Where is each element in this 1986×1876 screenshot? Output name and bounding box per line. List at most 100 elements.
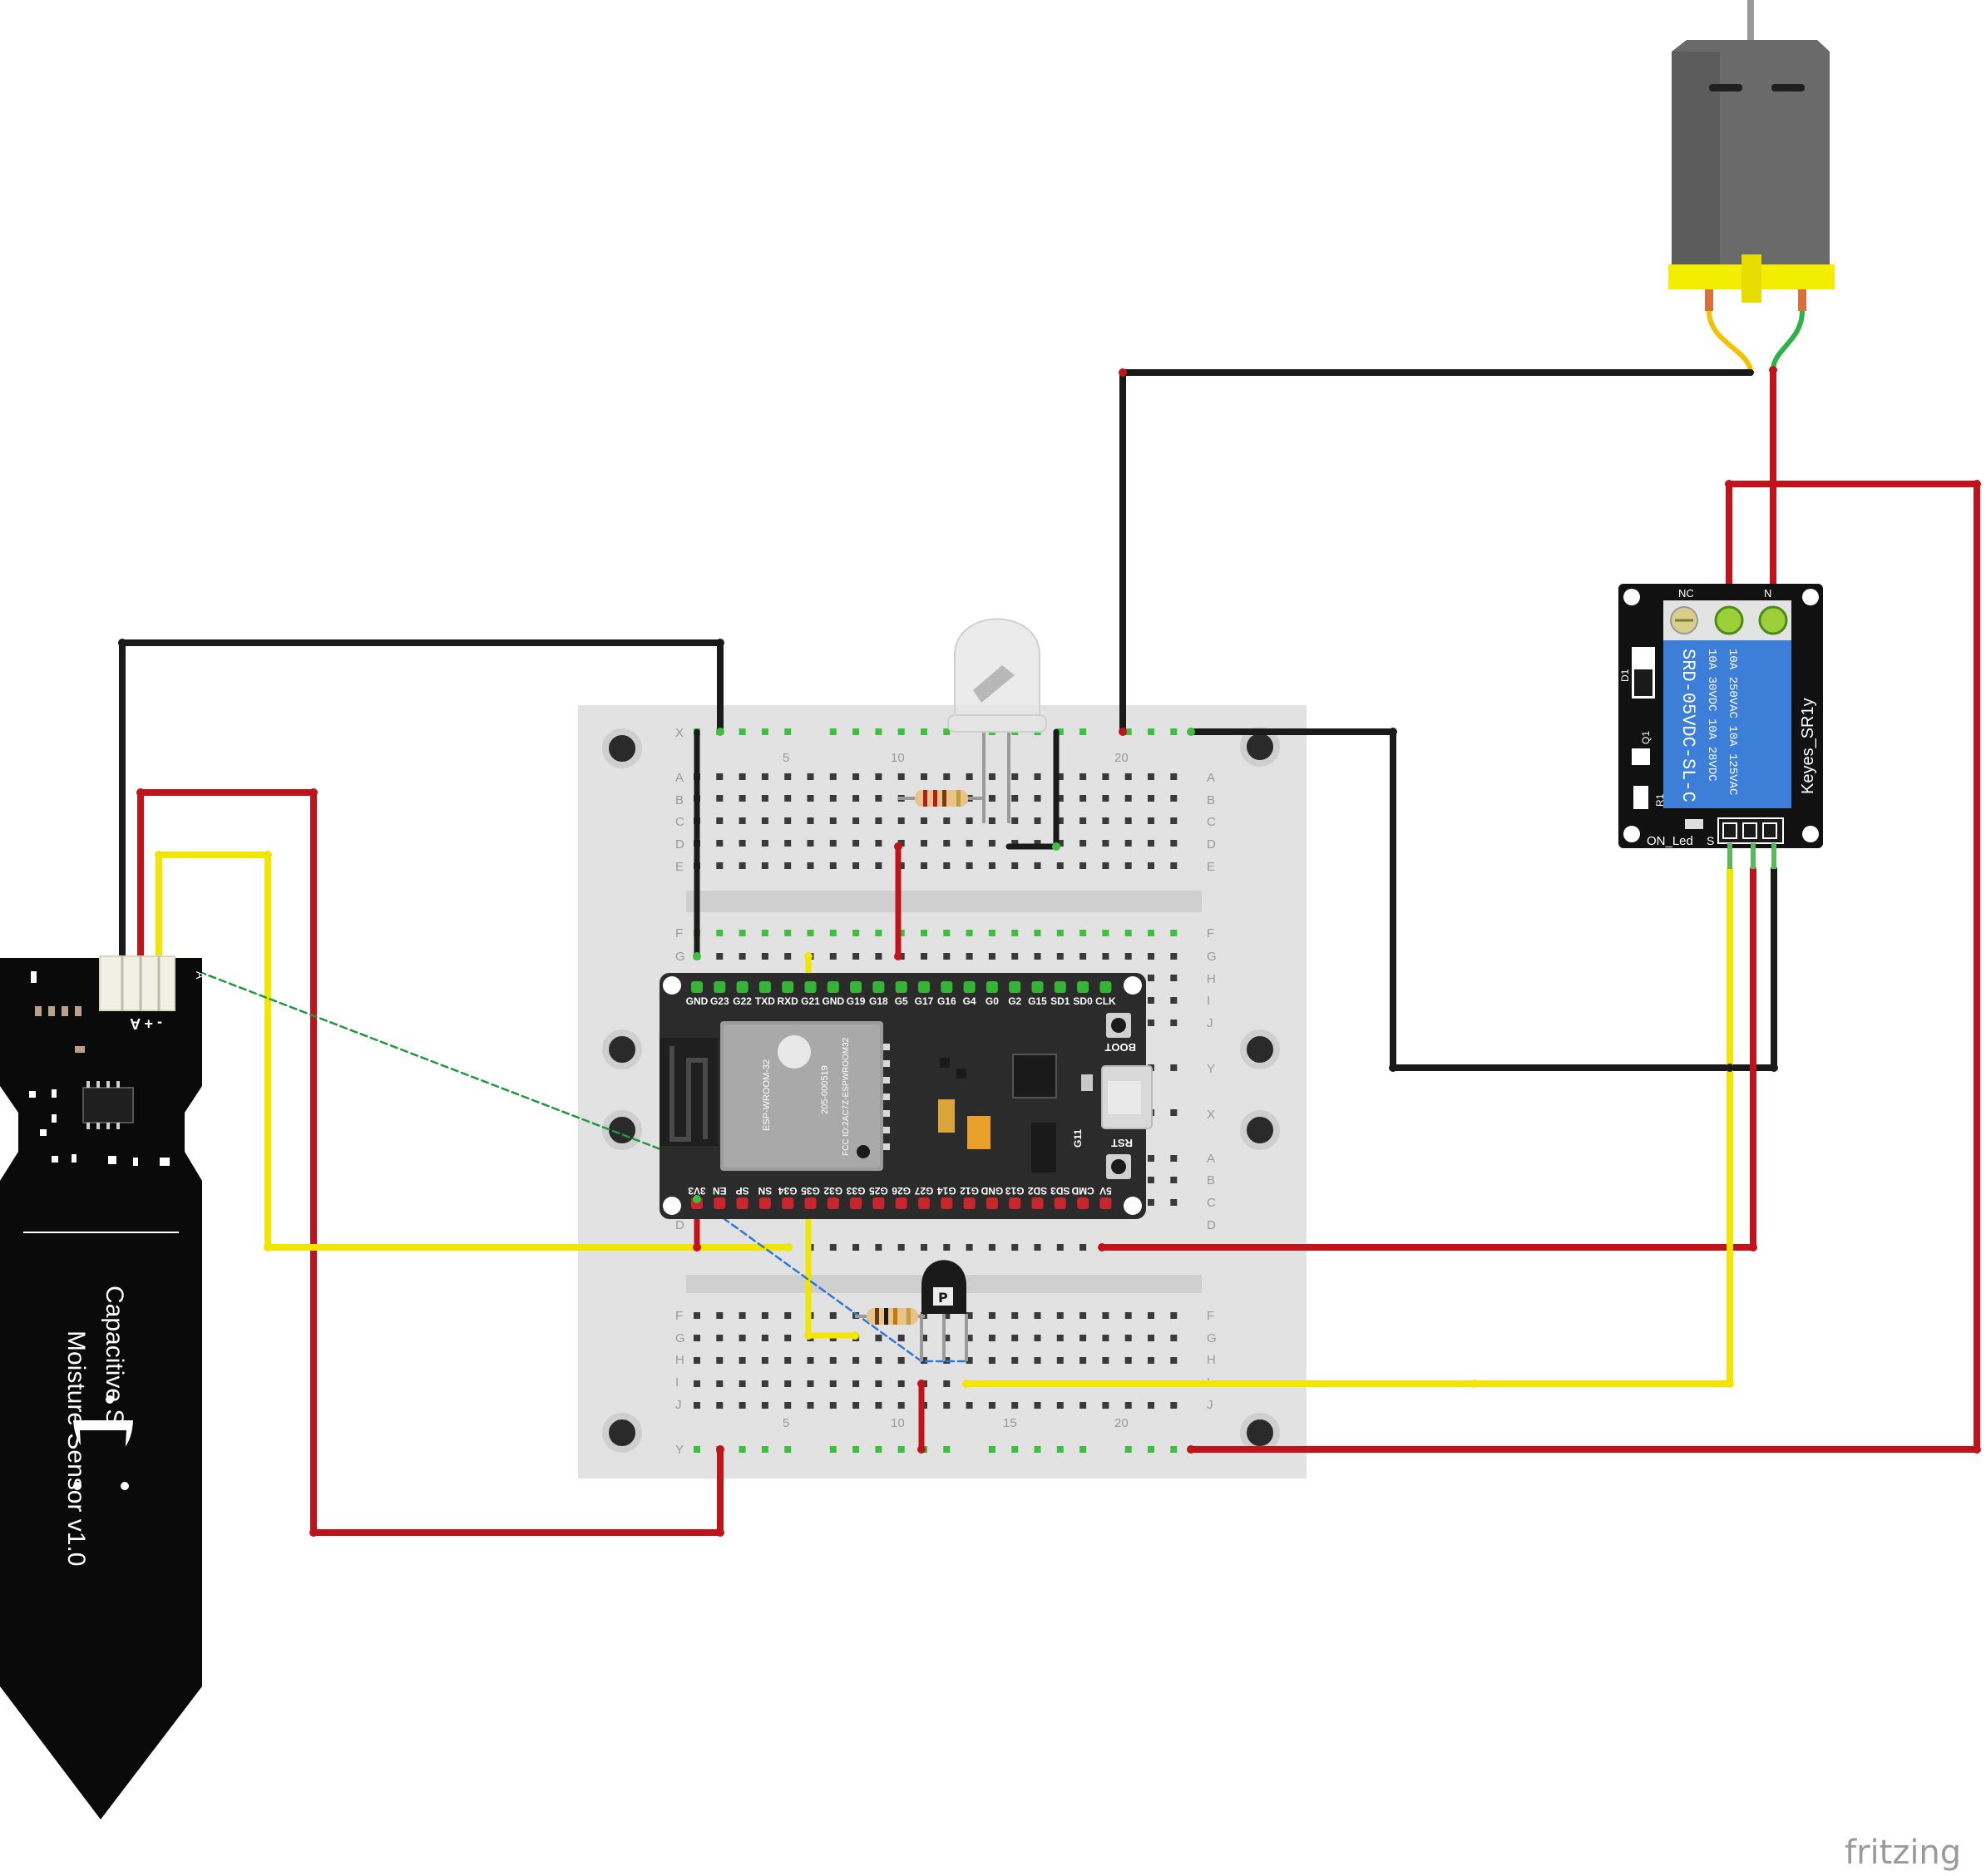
esp32-board[interactable]: ESP-WROOM-32 205-000519 FCC ID:2AC7Z-ESP… — [660, 973, 1153, 1219]
esp32-bottom-pin-label: 3V3 — [688, 1185, 706, 1197]
breadboard-hole — [1148, 1019, 1154, 1026]
breadboard-hole — [921, 862, 927, 869]
breadboard-hole — [1011, 773, 1019, 780]
wire-endpoint — [1187, 1445, 1195, 1454]
breadboard-hole — [761, 817, 768, 824]
breadboard-hole — [694, 1402, 700, 1409]
breadboard-hole — [1124, 1312, 1132, 1319]
breadboard-hole — [761, 1446, 768, 1453]
breadboard-hole — [1148, 1312, 1154, 1319]
breadboard-hole — [761, 862, 768, 869]
breadboard-hole — [761, 1380, 768, 1387]
breadboard-hole — [739, 817, 746, 824]
breadboard-hole — [807, 930, 814, 936]
breadboard-hole — [966, 817, 973, 824]
breadboard-hole — [739, 1380, 746, 1387]
breadboard-hole — [875, 1402, 882, 1409]
breadboard-hole — [1148, 840, 1154, 847]
breadboard-hole — [897, 930, 905, 936]
breadboard-hole — [1170, 975, 1178, 981]
esp32-bottom-pin — [941, 1197, 953, 1209]
breadboard-hole — [1102, 817, 1109, 824]
breadboard-hole — [1034, 773, 1041, 780]
esp32-bottom-pin — [1077, 1197, 1089, 1209]
esp32-bottom-pin — [1009, 1197, 1021, 1209]
breadboard-hole — [988, 862, 995, 869]
esp32-top-pin — [1054, 981, 1066, 993]
breadboard-hole — [739, 930, 746, 936]
wire-endpoint — [784, 1243, 793, 1251]
wire-red — [137, 789, 724, 1536]
breadboard-hole — [1011, 1312, 1019, 1319]
wire-endpoint — [1098, 1243, 1106, 1251]
s-label: S — [1707, 834, 1714, 847]
esp32-bottom-pin — [872, 1197, 885, 1209]
row-label: I — [675, 1375, 679, 1390]
breadboard-hole — [1102, 862, 1109, 869]
breadboard-hole — [1148, 1446, 1154, 1453]
esp32-bottom-pin-label: GND — [981, 1185, 1003, 1197]
breadboard-hole — [694, 1335, 700, 1341]
breadboard-hole — [1170, 997, 1178, 1004]
breadboard-hole — [966, 1402, 973, 1409]
dc-motor[interactable] — [1668, 0, 1835, 371]
breadboard-hole — [1056, 953, 1064, 960]
breadboard-hole — [829, 1446, 837, 1453]
relay-name: Keyes_SR1y — [1799, 698, 1817, 794]
breadboard-hole — [1170, 1109, 1178, 1116]
breadboard-hole — [1079, 1244, 1087, 1251]
breadboard-hole — [1170, 930, 1178, 936]
breadboard-hole — [1124, 840, 1132, 847]
breadboard-hole — [1056, 862, 1064, 869]
fritzing-watermark: fritzing — [1845, 1834, 1961, 1872]
breadboard-hole — [852, 1244, 860, 1251]
wire-endpoint — [693, 1243, 701, 1251]
row-label: F — [1207, 1309, 1214, 1323]
d1-label: D1 — [1619, 669, 1631, 682]
breadboard-hole — [943, 773, 951, 780]
breadboard-hole — [739, 840, 746, 847]
relay-module[interactable]: NC N D1 Q1 R1 SRD-05VDC-SL-C 10A 250VAC … — [1618, 584, 1823, 869]
breadboard-hole — [739, 728, 746, 735]
transistor[interactable]: P — [920, 1260, 968, 1361]
resistor[interactable] — [855, 1308, 925, 1325]
breadboard-hole — [829, 773, 837, 780]
breadboard-hole — [1102, 1357, 1109, 1364]
breadboard-hole — [1124, 773, 1132, 780]
esp32-bottom-pin-label: 5V — [1099, 1185, 1112, 1197]
esp32-top-pin-label: G17 — [915, 995, 934, 1007]
esp32-top-pin — [714, 981, 726, 993]
esp32-bottom-pin — [827, 1197, 839, 1209]
breadboard-hole — [988, 840, 995, 847]
breadboard-hole — [1148, 975, 1154, 981]
breadboard-hole — [875, 795, 882, 802]
breadboard-hole — [829, 1402, 837, 1409]
esp32-bottom-pin-label: CMD — [1071, 1185, 1094, 1197]
row-label: E — [1207, 860, 1215, 874]
breadboard-hole — [1102, 795, 1109, 802]
breadboard-hole — [1056, 1335, 1064, 1341]
mounting-holes — [602, 727, 1280, 1453]
breadboard-hole — [1148, 817, 1154, 824]
breadboard-hole — [921, 1335, 927, 1341]
breadboard-hole — [1079, 862, 1087, 869]
row-label: C — [675, 815, 684, 829]
breadboard-hole — [1011, 862, 1019, 869]
esp32-top-pin-label: G22 — [733, 995, 752, 1007]
breadboard-hole — [988, 773, 995, 780]
breadboard-hole — [988, 1402, 995, 1409]
breadboard-hole — [966, 1357, 973, 1364]
esp32-top-pin-label: RXD — [778, 995, 799, 1007]
breadboard-hole — [875, 1446, 882, 1453]
esp32-top-pin-label: SD0 — [1073, 995, 1093, 1007]
row-label: G — [1207, 950, 1217, 964]
resistor[interactable] — [898, 790, 984, 807]
row-label: D — [675, 837, 684, 852]
led[interactable] — [947, 618, 1047, 824]
esp32-bottom-pin-label: G25 — [869, 1185, 888, 1197]
breadboard-hole — [852, 930, 860, 936]
breadboard-hole — [1148, 930, 1154, 936]
breadboard-hole — [1034, 953, 1041, 960]
soil-moisture-sensor[interactable]: - + A A Capacitive Soil Moisture Sensor … — [0, 955, 207, 1819]
breadboard-hole — [716, 1357, 724, 1364]
